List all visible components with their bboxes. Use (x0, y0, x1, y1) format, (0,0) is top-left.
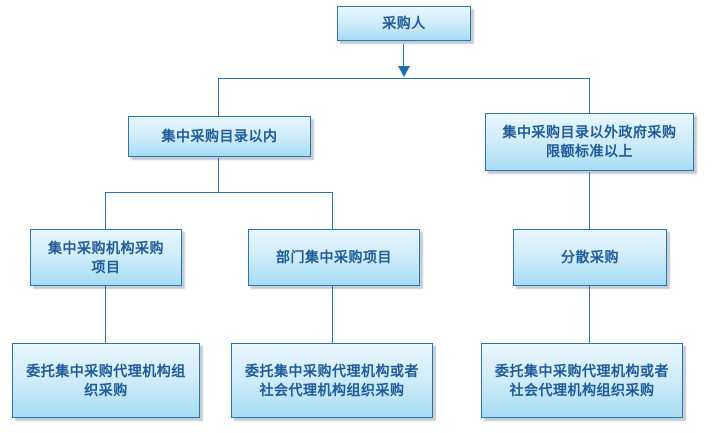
connector-level2-bus (105, 192, 333, 193)
connector-department-to-entrust (332, 286, 333, 343)
node-department-centralized-project-label: 部门集中采购项目 (276, 249, 392, 265)
connector-decentralized-to-entrust (589, 286, 590, 343)
node-entrust-agency-right-label: 委托集中采购代理机构或者 社会代理机构组织采购 (495, 362, 669, 398)
node-root[interactable]: 采购人 (337, 6, 471, 41)
connector-level1-bus (218, 78, 590, 79)
node-entrust-agency-left-label: 委托集中采购代理机构组 织采购 (26, 362, 186, 398)
node-department-centralized-project[interactable]: 部门集中采购项目 (248, 229, 420, 286)
node-centralized-agency-project[interactable]: 集中采购机构采购 项目 (30, 229, 182, 286)
connector-root-to-bus (403, 44, 404, 68)
connector-centralized-agency-to-entrust (105, 286, 106, 343)
arrow-head-root (398, 66, 410, 77)
node-centralized-agency-project-label: 集中采购机构采购 项目 (48, 239, 164, 275)
node-inside-catalog[interactable]: 集中采购目录以内 (128, 116, 311, 157)
node-outside-catalog[interactable]: 集中采购目录以外政府采购 限额标准以上 (485, 113, 694, 171)
node-entrust-agency-right[interactable]: 委托集中采购代理机构或者 社会代理机构组织采购 (481, 343, 683, 418)
connector-bus-to-centralized-agency (105, 192, 106, 229)
node-outside-catalog-label: 集中采购目录以外政府采购 限额标准以上 (502, 124, 677, 159)
connector-inside-catalog-to-bus (218, 158, 219, 192)
connector-outside-catalog-to-decentralized (589, 172, 590, 229)
node-decentralized-procurement-label: 分散采购 (561, 249, 619, 265)
node-entrust-agency-middle-label: 委托集中采购代理机构或者 社会代理机构组织采购 (245, 362, 419, 398)
node-entrust-agency-middle[interactable]: 委托集中采购代理机构或者 社会代理机构组织采购 (231, 343, 433, 418)
node-root-label: 采购人 (382, 15, 426, 31)
node-decentralized-procurement[interactable]: 分散采购 (513, 229, 667, 286)
connector-bus-to-outside-catalog (589, 78, 590, 113)
node-entrust-agency-left[interactable]: 委托集中采购代理机构组 织采购 (12, 343, 200, 418)
node-inside-catalog-label: 集中采购目录以内 (161, 128, 278, 144)
connector-bus-to-department (332, 192, 333, 229)
connector-bus-to-inside-catalog (218, 78, 219, 116)
